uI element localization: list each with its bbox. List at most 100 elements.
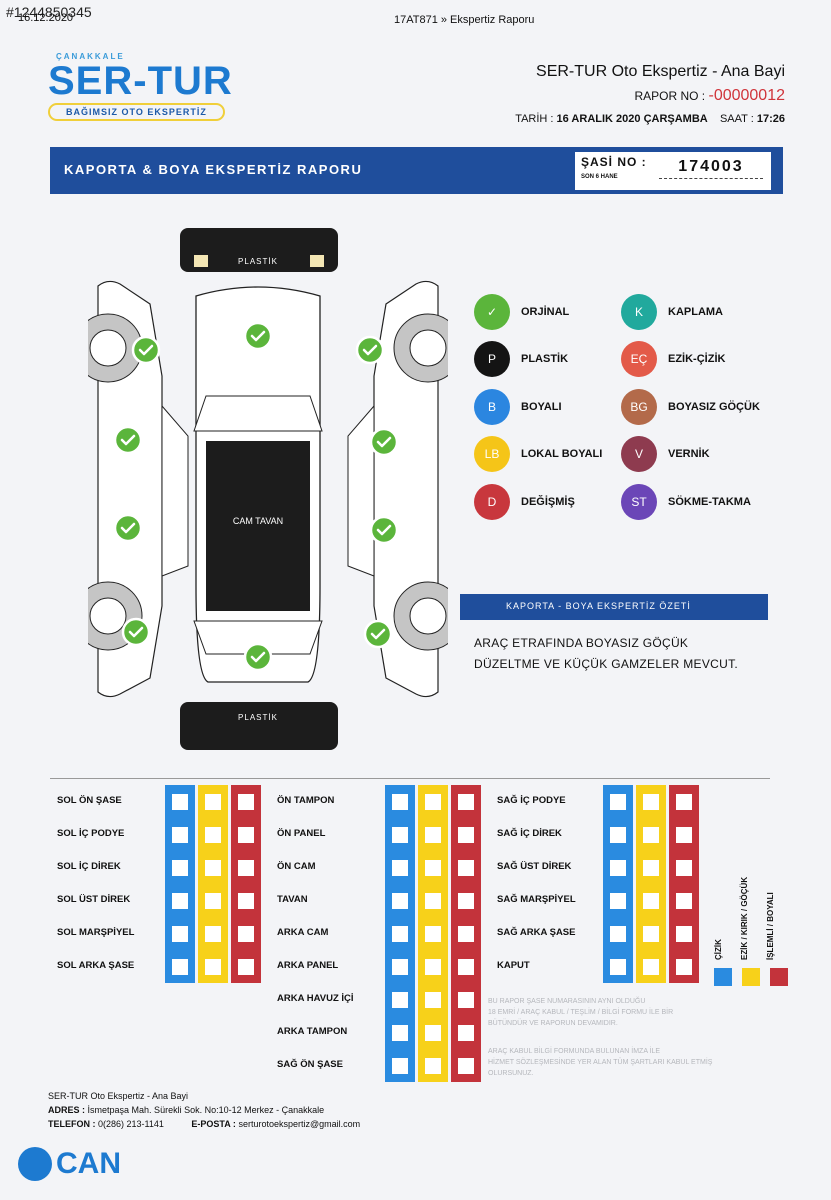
damage-checkbox[interactable] [636, 917, 666, 950]
right-rear-hub [409, 597, 447, 635]
damage-checkbox[interactable] [165, 950, 195, 983]
damage-checkbox[interactable] [231, 884, 261, 917]
damage-checkbox[interactable] [231, 818, 261, 851]
part-label: SOL İÇ DİREK [57, 861, 121, 872]
damage-checkbox[interactable] [418, 1016, 448, 1049]
damage-checkbox[interactable] [198, 917, 228, 950]
damage-checkbox[interactable] [418, 950, 448, 983]
damage-checkbox[interactable] [165, 884, 195, 917]
damage-checkbox[interactable] [385, 950, 415, 983]
damage-checkbox[interactable] [418, 917, 448, 950]
damage-checkbox[interactable] [451, 983, 481, 1016]
note-2-line-3: OLURSUNUZ. [488, 1070, 534, 1077]
damage-checkbox[interactable] [165, 917, 195, 950]
checkbox-square [425, 826, 441, 843]
damage-checkbox[interactable] [603, 884, 633, 917]
damage-checkbox[interactable] [669, 884, 699, 917]
car-diagram: PLASTİK PLASTİK CAM TAVAN [88, 228, 448, 750]
damage-checkbox[interactable] [636, 884, 666, 917]
checkbox-square [425, 991, 441, 1008]
legend-label: BOYASIZ GÖÇÜK [668, 401, 760, 413]
legend-label: ORJİNAL [521, 306, 570, 318]
legend-label: DEĞİŞMİŞ [521, 496, 575, 508]
damage-checkbox[interactable] [451, 1049, 481, 1082]
damage-checkbox[interactable] [165, 818, 195, 851]
damage-checkbox[interactable] [669, 785, 699, 818]
footer-phone-label: TELEFON : [48, 1119, 96, 1129]
damage-checkbox[interactable] [385, 818, 415, 851]
note-2-line-2: HİZMET SÖZLEŞMESİNDE YER ALAN TÜM ŞARTLA… [488, 1059, 713, 1066]
damage-checkbox[interactable] [418, 785, 448, 818]
damage-checkbox[interactable] [165, 785, 195, 818]
damage-checkbox[interactable] [165, 851, 195, 884]
footer-email-value: serturotoekspertiz@gmail.com [238, 1119, 361, 1129]
damage-checkbox[interactable] [198, 785, 228, 818]
damage-checkbox[interactable] [451, 818, 481, 851]
damage-checkbox[interactable] [636, 785, 666, 818]
damage-checkbox[interactable] [418, 884, 448, 917]
damage-checkbox[interactable] [231, 785, 261, 818]
rear-bumper-shape [180, 702, 338, 750]
report-number-value: -00000012 [708, 87, 785, 104]
damage-checkbox[interactable] [603, 917, 633, 950]
damage-checkbox[interactable] [603, 818, 633, 851]
part-label: SOL ARKA ŞASE [57, 960, 135, 971]
damage-checkbox[interactable] [669, 818, 699, 851]
damage-checkbox[interactable] [198, 818, 228, 851]
checkbox-square [172, 793, 188, 810]
damage-checkbox[interactable] [451, 884, 481, 917]
damage-checkbox[interactable] [669, 950, 699, 983]
damage-checkbox[interactable] [451, 1016, 481, 1049]
damage-checkbox[interactable] [669, 917, 699, 950]
left-windows-shape [161, 404, 189, 577]
damage-checkbox[interactable] [451, 950, 481, 983]
damage-checkbox[interactable] [385, 983, 415, 1016]
damage-checkbox[interactable] [198, 950, 228, 983]
damage-checkbox[interactable] [385, 1049, 415, 1082]
damage-checkbox[interactable] [385, 917, 415, 950]
damage-checkbox[interactable] [385, 785, 415, 818]
legend-badge-icon: BG [621, 389, 657, 425]
checkbox-square [643, 793, 659, 810]
damage-checkbox[interactable] [451, 917, 481, 950]
damage-checkbox[interactable] [418, 1049, 448, 1082]
footer-company: SER-TUR Oto Ekspertiz - Ana Bayi [48, 1091, 189, 1101]
checkbox-square [610, 925, 626, 942]
damage-checkbox[interactable] [603, 851, 633, 884]
roof-label: CAM TAVAN [233, 516, 283, 526]
report-number: RAPOR NO : -00000012 [515, 87, 785, 105]
damage-checkbox[interactable] [418, 851, 448, 884]
damage-checkbox[interactable] [231, 851, 261, 884]
damage-checkbox[interactable] [603, 950, 633, 983]
checkbox-square [458, 1057, 474, 1074]
damage-checkbox[interactable] [669, 851, 699, 884]
damage-checkbox[interactable] [636, 851, 666, 884]
damage-checkbox[interactable] [198, 851, 228, 884]
checkbox-square [676, 793, 692, 810]
key-cizik-label: ÇİZİK [714, 939, 723, 960]
damage-checkbox[interactable] [451, 851, 481, 884]
damage-checkbox[interactable] [385, 884, 415, 917]
report-title: KAPORTA & BOYA EKSPERTİZ RAPORU [64, 162, 363, 177]
part-label: ARKA HAVUZ İÇİ [277, 993, 354, 1004]
damage-checkbox[interactable] [636, 950, 666, 983]
damage-checkbox[interactable] [385, 851, 415, 884]
damage-checkbox[interactable] [636, 818, 666, 851]
damage-checkbox[interactable] [231, 917, 261, 950]
checkbox-square [458, 793, 474, 810]
damage-checkbox[interactable] [385, 1016, 415, 1049]
damage-checkbox[interactable] [603, 785, 633, 818]
damage-checkbox[interactable] [418, 818, 448, 851]
check-left-rear-fender-icon [121, 617, 151, 647]
damage-checkbox[interactable] [231, 950, 261, 983]
checkbox-square [643, 859, 659, 876]
damage-checkbox[interactable] [418, 983, 448, 1016]
summary-line-2: DÜZELTME VE KÜÇÜK GAMZELER MEVCUT. [474, 657, 739, 671]
part-label: ARKA PANEL [277, 960, 339, 971]
footer-phone-value: 0(286) 213-1141 [98, 1119, 164, 1129]
damage-checkbox[interactable] [198, 884, 228, 917]
checkbox-square [392, 958, 408, 975]
damage-checkbox[interactable] [451, 785, 481, 818]
